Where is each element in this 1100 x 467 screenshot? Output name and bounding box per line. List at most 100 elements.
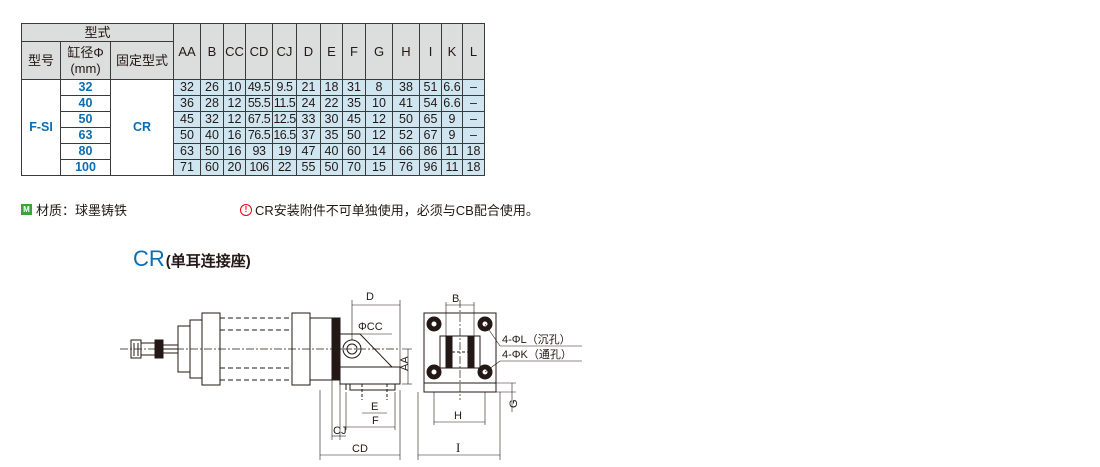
value-cell-E: 35 xyxy=(320,127,343,144)
col-header-CC: CC xyxy=(223,23,246,80)
value-cell-F: 50 xyxy=(342,127,366,144)
header-model: 型号 xyxy=(21,41,61,80)
material-note: M 材质：球墨铸铁 xyxy=(21,200,127,219)
col-header-G: G xyxy=(365,23,393,80)
value-cell-B: 60 xyxy=(200,159,224,176)
value-cell-L: 18 xyxy=(462,159,485,176)
hole-label-K: 4-ΦK（通孔） xyxy=(502,348,572,361)
value-cell-E: 50 xyxy=(320,159,343,176)
value-cell-B: 40 xyxy=(200,127,224,144)
header-fixed: 固定型式 xyxy=(110,41,174,80)
section-title: CR (单耳连接座) xyxy=(133,246,251,272)
col-header-F: F xyxy=(342,23,366,80)
value-cell-CJ: 9.5 xyxy=(272,79,297,96)
value-cell-B: 28 xyxy=(200,95,224,112)
value-cell-CC: 20 xyxy=(223,159,246,176)
value-cell-L: 18 xyxy=(462,143,485,160)
col-header-I: I xyxy=(419,23,442,80)
dim-label-CD: CD xyxy=(352,443,368,455)
value-cell-B: 26 xyxy=(200,79,224,96)
value-cell-G: 14 xyxy=(365,143,393,160)
dim-label-E: E xyxy=(371,401,378,413)
dim-label-B: B xyxy=(452,293,459,305)
value-cell-H: 41 xyxy=(392,95,420,112)
value-cell-G: 15 xyxy=(365,159,393,176)
value-cell-L: – xyxy=(462,79,485,96)
col-header-E: E xyxy=(320,23,343,80)
material-icon: M xyxy=(21,204,32,215)
value-cell-I: 67 xyxy=(419,127,442,144)
value-cell-I: 54 xyxy=(419,95,442,112)
value-cell-K: 11 xyxy=(441,159,463,176)
material-text: 材质：球墨铸铁 xyxy=(36,203,128,218)
value-cell-F: 70 xyxy=(342,159,366,176)
bracket-front-view xyxy=(417,300,582,460)
model-cell: F-SI xyxy=(21,79,61,176)
value-cell-I: 65 xyxy=(419,111,442,128)
value-cell-CJ: 19 xyxy=(272,143,297,160)
value-cell-K: 6.6 xyxy=(441,95,463,112)
fixed-type-cell: CR xyxy=(110,79,174,176)
dim-label-CJ: CJ xyxy=(333,425,346,437)
warning-icon: ! xyxy=(240,203,252,216)
dim-label-F: F xyxy=(372,415,379,427)
hole-label-L: 4-ΦL（沉孔） xyxy=(502,333,571,346)
warning-note: ! CR安装附件不可单独使用，必须与CB配合使用。 xyxy=(240,200,539,219)
value-cell-G: 12 xyxy=(365,111,393,128)
header-model-group: 型式 xyxy=(21,23,174,42)
value-cell-H: 38 xyxy=(392,79,420,96)
dim-label-D: D xyxy=(366,291,374,303)
header-bore: 缸径Φ (mm) xyxy=(60,41,111,80)
value-cell-AA: 45 xyxy=(173,111,201,128)
value-cell-I: 96 xyxy=(419,159,442,176)
value-cell-CD: 93 xyxy=(245,143,273,160)
section-name: (单耳连接座) xyxy=(165,253,251,270)
col-header-CD: CD xyxy=(245,23,273,80)
value-cell-CD: 106 xyxy=(245,159,273,176)
value-cell-CD: 76.5 xyxy=(245,127,273,144)
value-cell-I: 86 xyxy=(419,143,442,160)
bore-cell: 100 xyxy=(60,159,111,176)
value-cell-H: 50 xyxy=(392,111,420,128)
dim-label-I: I xyxy=(456,440,460,455)
value-cell-H: 52 xyxy=(392,127,420,144)
value-cell-CJ: 22 xyxy=(272,159,297,176)
section-code: CR xyxy=(133,246,165,271)
dim-label-CC: ΦCC xyxy=(358,321,383,333)
bore-cell: 40 xyxy=(60,95,111,112)
value-cell-E: 18 xyxy=(320,79,343,96)
value-cell-H: 76 xyxy=(392,159,420,176)
value-cell-K: 6.6 xyxy=(441,79,463,96)
value-cell-I: 51 xyxy=(419,79,442,96)
value-cell-CD: 49.5 xyxy=(245,79,273,96)
dim-label-G: G xyxy=(508,399,520,408)
value-cell-CJ: 11.5 xyxy=(272,95,297,112)
warning-text: CR安装附件不可单独使用，必须与CB配合使用。 xyxy=(255,203,539,218)
value-cell-CC: 16 xyxy=(223,143,246,160)
cylinder-side-view xyxy=(120,312,400,386)
value-cell-CC: 12 xyxy=(223,111,246,128)
dim-label-AA: AA xyxy=(399,356,411,371)
value-cell-D: 37 xyxy=(296,127,321,144)
col-header-H: H xyxy=(392,23,420,80)
value-cell-AA: 71 xyxy=(173,159,201,176)
value-cell-B: 50 xyxy=(200,143,224,160)
value-cell-AA: 36 xyxy=(173,95,201,112)
spec-table: 型式 AA B CC CD CJ D E F G H I K L 型号 缸径Φ … xyxy=(21,23,485,176)
value-cell-AA: 32 xyxy=(173,79,201,96)
col-header-L: L xyxy=(462,23,485,80)
value-cell-CC: 12 xyxy=(223,95,246,112)
dim-label-H: H xyxy=(454,410,462,422)
bore-cell: 32 xyxy=(60,79,111,96)
value-cell-CJ: 12.5 xyxy=(272,111,297,128)
value-cell-E: 22 xyxy=(320,95,343,112)
bracket-side-view xyxy=(319,300,412,460)
